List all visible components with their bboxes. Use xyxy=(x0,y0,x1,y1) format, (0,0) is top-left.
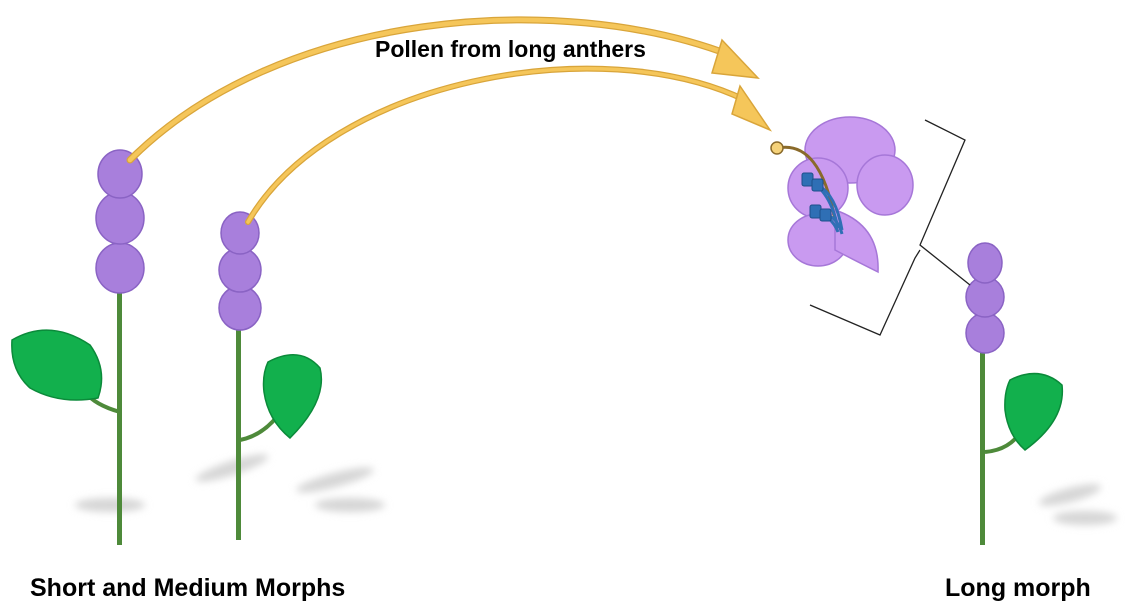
stem xyxy=(980,345,985,545)
flower-petals xyxy=(788,117,913,272)
leaf xyxy=(12,330,102,400)
label-long-morph: Long morph xyxy=(945,576,1091,601)
plant-short-morph xyxy=(12,150,144,545)
flower-spike xyxy=(96,150,144,293)
enlarged-flower xyxy=(771,117,913,272)
flower-spike xyxy=(966,243,1004,353)
pollen-arrowhead-upper xyxy=(712,40,758,78)
stem xyxy=(236,322,241,540)
stem xyxy=(117,280,122,545)
arrow-label: Pollen from long anthers xyxy=(375,38,646,61)
pollen-arrowhead-lower xyxy=(732,86,770,130)
label-short-medium-morphs: Short and Medium Morphs xyxy=(30,576,345,601)
flower-spike xyxy=(219,212,261,330)
stigma xyxy=(771,142,783,154)
leaf xyxy=(264,355,322,438)
ground-shadows xyxy=(75,450,1117,525)
